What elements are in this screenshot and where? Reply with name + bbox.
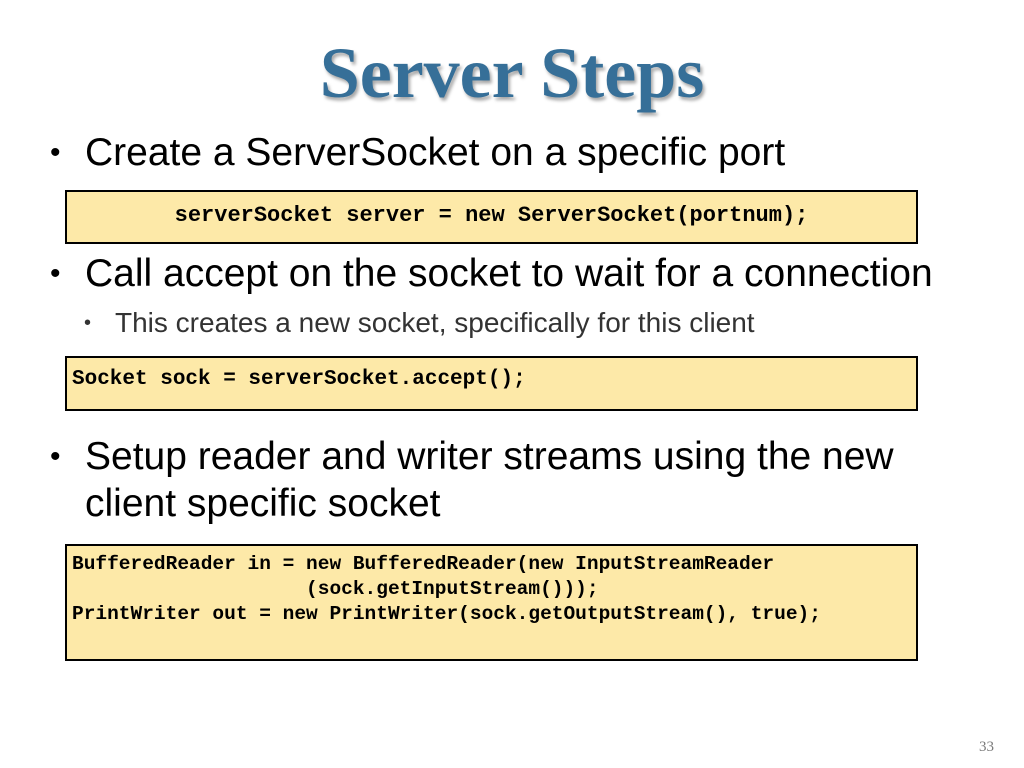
- subbullet-text: This creates a new socket, specifically …: [115, 307, 755, 338]
- bullet-text-line: client specific socket: [85, 482, 441, 525]
- bullet-call-accept: • Call accept on the socket to wait for …: [50, 250, 990, 297]
- slide-title: Server Steps: [319, 33, 705, 113]
- bullet-dot: •: [50, 440, 61, 473]
- bullet-text: Setup reader and writer streams using th…: [50, 433, 990, 527]
- bullet-text-line: Setup reader and writer streams using th…: [85, 435, 894, 478]
- page-number: 33: [979, 739, 994, 755]
- bullet-dot: •: [50, 257, 61, 290]
- code-line: (sock.getInputStream()));: [72, 578, 599, 600]
- code-line: PrintWriter out = new PrintWriter(sock.g…: [72, 603, 821, 625]
- code-line: serverSocket server = new ServerSocket(p…: [174, 203, 809, 228]
- subbullet-new-socket: • This creates a new socket, specificall…: [84, 306, 964, 340]
- bullet-text: Call accept on the socket to wait for a …: [85, 252, 933, 295]
- bullet-setup-streams: • Setup reader and writer streams using …: [50, 433, 990, 527]
- code-block-serversocket: serverSocket server = new ServerSocket(p…: [65, 190, 918, 244]
- code-block-streams: BufferedReader in = new BufferedReader(n…: [65, 544, 918, 661]
- code-block-accept: Socket sock = serverSocket.accept();: [65, 356, 918, 411]
- bullet-create-serversocket: • Create a ServerSocket on a specific po…: [50, 129, 990, 176]
- bullet-text: Create a ServerSocket on a specific port: [85, 131, 786, 174]
- code-line: Socket sock = serverSocket.accept();: [72, 368, 526, 391]
- subbullet-dot: •: [84, 312, 92, 334]
- bullet-dot: •: [50, 136, 61, 169]
- code-line: BufferedReader in = new BufferedReader(n…: [72, 553, 775, 575]
